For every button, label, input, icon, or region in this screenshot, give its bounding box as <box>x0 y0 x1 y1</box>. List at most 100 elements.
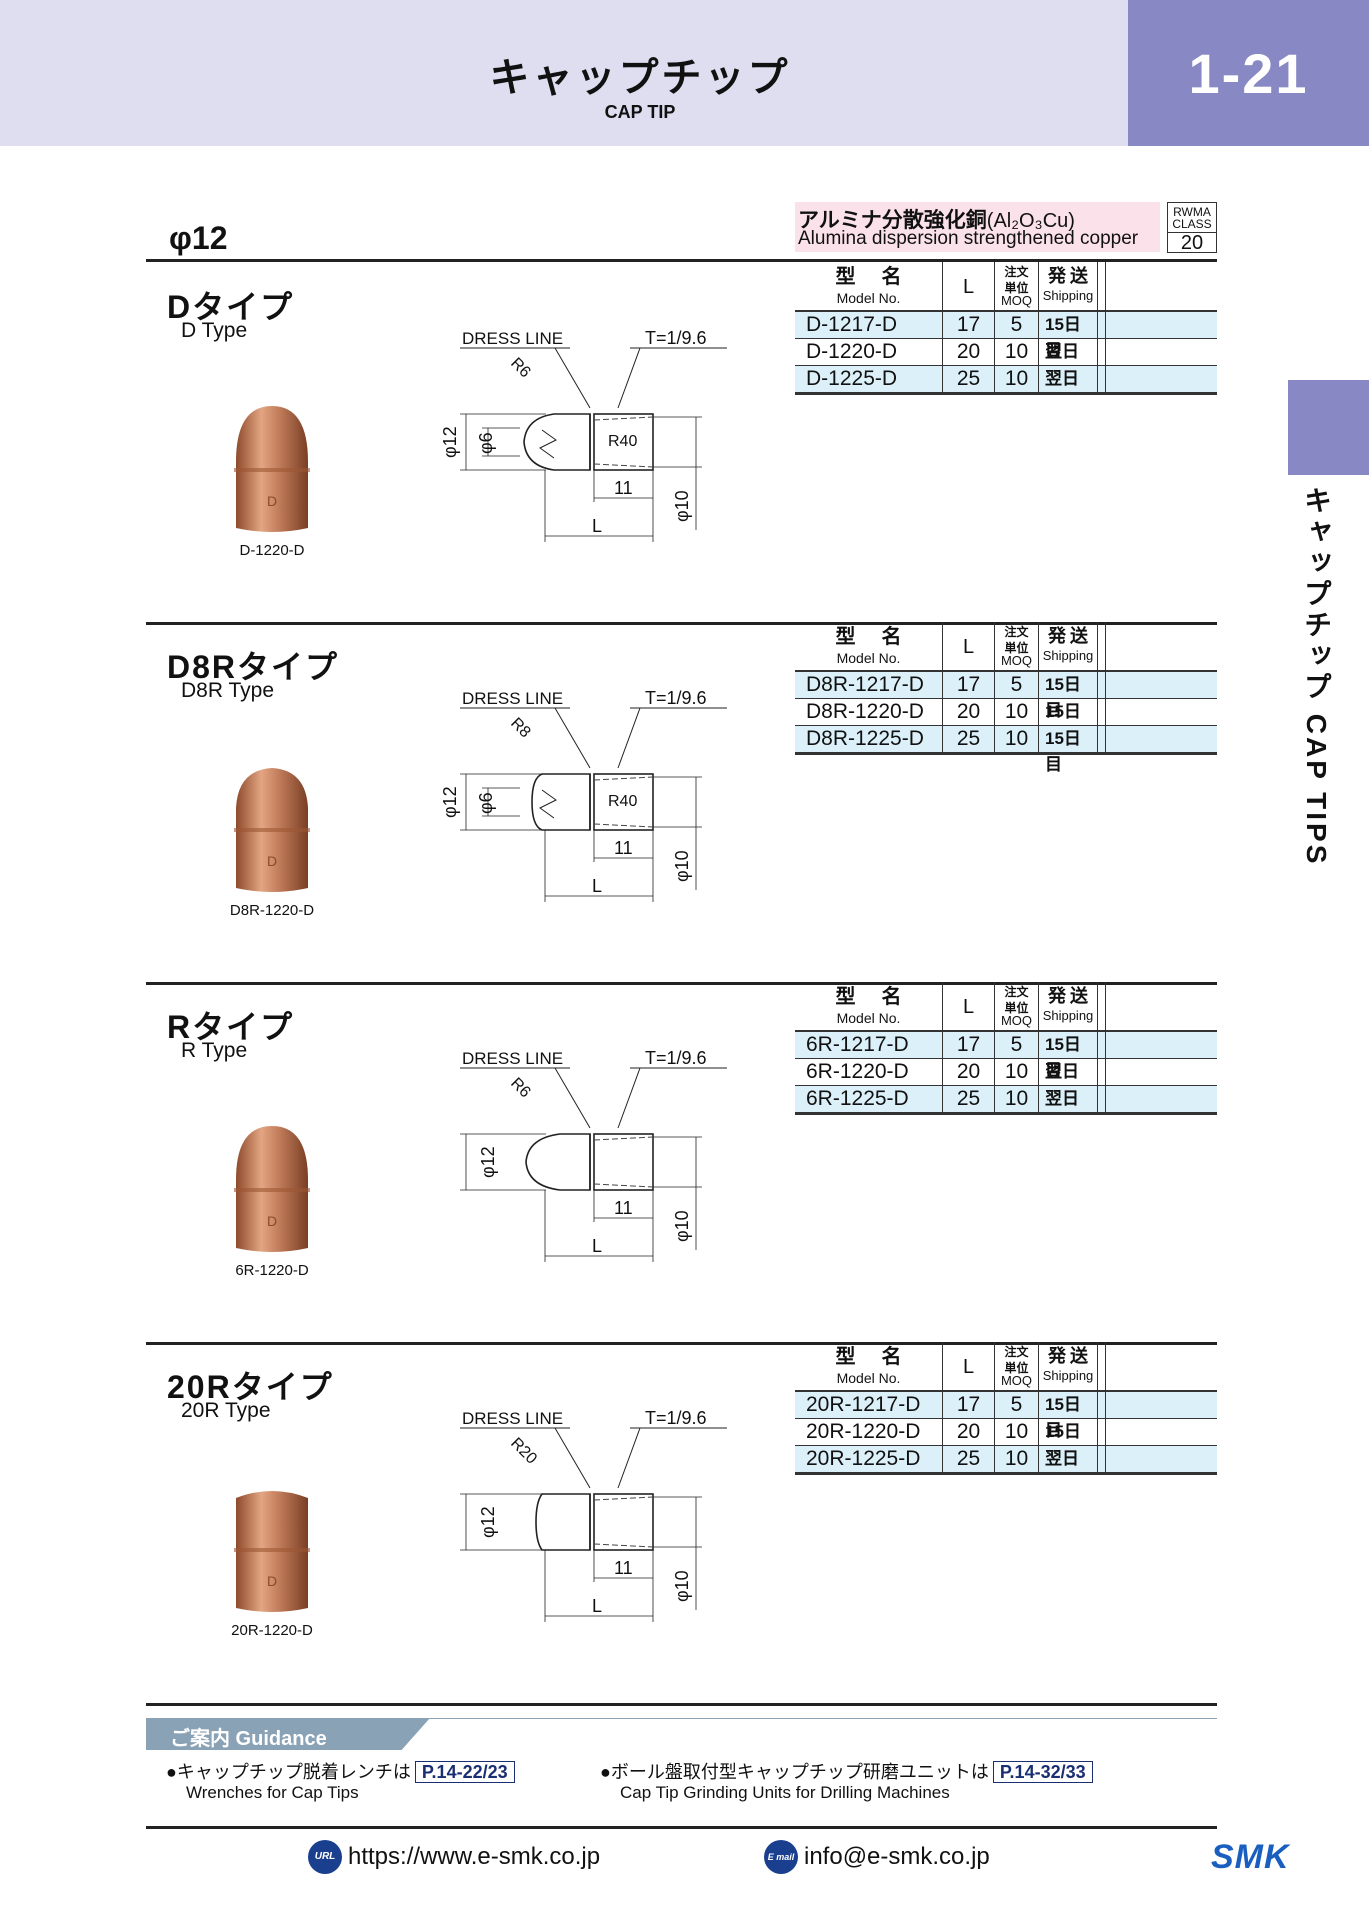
cell-model: 20R-1220-D <box>795 1419 943 1445</box>
col-moq: MOQ <box>1000 293 1033 308</box>
section-title-jp: Rタイプ <box>167 1009 295 1045</box>
cell-moq: 10 <box>995 339 1039 365</box>
cell-l: 20 <box>943 1419 995 1445</box>
page-subtitle: CAP TIP <box>604 102 676 122</box>
footer-divider <box>146 1826 1217 1829</box>
table-row: D8R-1220-D 20 10 15日目 <box>795 699 1217 747</box>
table-row: 6R-1217-D 17 5 15日目 <box>795 1032 1217 1080</box>
cell-shipping: 15日目 <box>1039 312 1098 360</box>
col-l: L <box>943 1342 995 1392</box>
cell-moq: 10 <box>995 726 1039 752</box>
col-model-en: Model No. <box>836 290 901 306</box>
taper-label: T=1/9.6 <box>645 1408 707 1428</box>
col-model-jp: 型名 <box>835 266 928 288</box>
material-name-en: Alumina dispersion strengthened copper <box>798 228 1139 249</box>
dim-l-label: L <box>592 876 602 896</box>
col-ship-jp: 発送 <box>1048 1346 1092 1366</box>
product-photo: D <box>234 1126 310 1252</box>
dress-line-label: DRESS LINE <box>462 1409 563 1428</box>
cell-moq: 5 <box>995 312 1039 338</box>
col-model-jp: 型名 <box>835 1346 928 1368</box>
section-divider <box>146 1342 1217 1345</box>
photo-caption: D8R-1220-D <box>229 902 315 919</box>
phi10-label: φ10 <box>672 1570 692 1602</box>
product-photo: D <box>234 1491 310 1612</box>
col-l: L <box>943 262 995 312</box>
table-row: D-1220-D 20 10 翌日 <box>795 339 1217 366</box>
dim-l-label: L <box>592 516 602 536</box>
cell-model: D-1225-D <box>795 366 943 392</box>
cell-shipping: 翌日 <box>1039 1446 1098 1472</box>
col-l: L <box>943 622 995 672</box>
section-title-en: D8R Type <box>181 679 274 702</box>
technical-drawing: DRESS LINE T=1/9.6 R6 φ12 φ10 <box>460 1048 727 1262</box>
radius-label: R20 <box>507 1435 540 1468</box>
page-number: 1-21 <box>1128 0 1369 146</box>
section-title-jp: Dタイプ <box>167 289 295 325</box>
url-icon: URL <box>308 1840 342 1874</box>
cell-model: D8R-1220-D <box>795 699 943 725</box>
phi6-label: φ6 <box>476 792 496 814</box>
product-photo: D <box>234 406 310 532</box>
cell-model: D8R-1225-D <box>795 726 943 752</box>
page-title: キャップチップ <box>489 56 791 100</box>
cell-l: 17 <box>943 1392 995 1418</box>
technical-drawing: DRESS LINE T=1/9.6 R8 R40 φ12 φ6 <box>440 688 727 902</box>
phi12-label: φ12 <box>478 1146 498 1178</box>
page-ref-link[interactable]: P.14-32/33 <box>992 1761 1093 1783</box>
phi6-label: φ6 <box>476 432 496 454</box>
cell-l: 20 <box>943 699 995 725</box>
cell-l: 20 <box>943 339 995 365</box>
dim-11-label: 11 <box>614 1198 633 1218</box>
col-model-en: Model No. <box>836 1010 901 1026</box>
guidance-tab <box>146 1718 430 1750</box>
radius-label: R6 <box>507 355 534 382</box>
cell-model: 6R-1217-D <box>795 1032 943 1058</box>
table-row: 6R-1220-D 20 10 翌日 <box>795 1059 1217 1086</box>
svg-text:D: D <box>267 1213 277 1229</box>
cell-l: 25 <box>943 1446 995 1472</box>
phi12-label: φ12 <box>440 786 460 818</box>
product-photo: D <box>234 768 310 892</box>
product-section: Rタイプ R Type D 6R-1220-D DRESS LINE T=1/9… <box>0 982 1369 1342</box>
side-tab-label: キャップチップ CAP TIPS <box>1301 486 1332 867</box>
divider <box>146 259 1217 262</box>
photo-caption: D-1220-D <box>239 542 305 559</box>
col-model-en: Model No. <box>836 650 901 666</box>
page-ref-link[interactable]: P.14-22/23 <box>414 1761 515 1783</box>
taper-label: T=1/9.6 <box>645 1048 707 1068</box>
phi10-label: φ10 <box>672 850 692 882</box>
smk-logo: SMK <box>1211 1838 1290 1876</box>
table-row: 6R-1225-D 25 10 翌日 <box>795 1086 1217 1113</box>
svg-text:D: D <box>267 1573 277 1589</box>
col-moq: MOQ <box>1000 653 1033 668</box>
cell-moq: 10 <box>995 699 1039 725</box>
guidance-item-grinder-en: Cap Tip Grinding Units for Drilling Mach… <box>620 1783 950 1802</box>
dim-11-label: 11 <box>614 478 633 498</box>
dim-l-label: L <box>592 1236 602 1256</box>
rwma-class-box: RWMA CLASS 20 <box>1167 202 1217 253</box>
col-ship-jp: 発送 <box>1048 266 1092 286</box>
cell-model: D-1217-D <box>795 312 943 338</box>
table-row: 20R-1220-D 20 10 15日目 <box>795 1419 1217 1467</box>
phi10-label: φ10 <box>672 490 692 522</box>
phi12-label: φ12 <box>478 1506 498 1538</box>
dim-l-label: L <box>592 1596 602 1616</box>
product-section: Dタイプ D Type D D-1220-D DRESS LINE T=1/9.… <box>0 262 1369 622</box>
col-model-en: Model No. <box>836 1370 901 1386</box>
taper-label: T=1/9.6 <box>645 328 707 348</box>
cell-moq: 5 <box>995 672 1039 698</box>
radius-label: R6 <box>507 1075 534 1102</box>
page-header <box>0 0 1128 146</box>
cell-moq: 10 <box>995 1446 1039 1472</box>
technical-drawing: DRESS LINE T=1/9.6 R20 φ12 φ10 <box>460 1408 727 1622</box>
cell-shipping: 15日目 <box>1039 1419 1098 1467</box>
